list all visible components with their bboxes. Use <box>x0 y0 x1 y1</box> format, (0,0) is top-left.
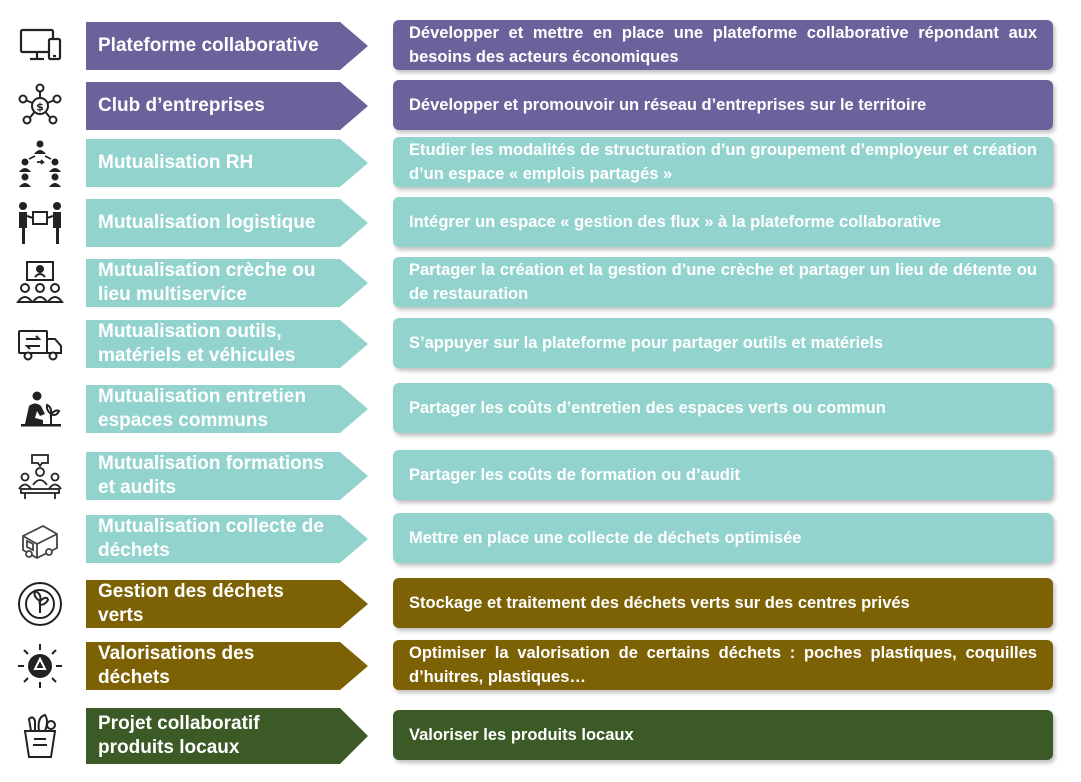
grocery-bag-icon <box>10 708 70 764</box>
action-description: Partager les coûts de formation ou d’aud… <box>393 450 1053 500</box>
action-label: Mutualisation logistique <box>86 199 368 247</box>
row-club-entreprises: $ Club d’entreprises Développer et promo… <box>0 80 1081 132</box>
network-money-icon: $ <box>10 80 70 132</box>
row-valorisation-dechets: Valorisations des déchets Optimiser la v… <box>0 640 1081 692</box>
row-mutualisation-formations: Mutualisation formations et audits Parta… <box>0 450 1081 502</box>
action-label: Mutualisation entretien espaces communs <box>86 385 368 433</box>
action-description: Développer et mettre en place une platef… <box>393 20 1053 70</box>
action-description: Mettre en place une collecte de déchets … <box>393 513 1053 563</box>
action-description: Intégrer un espace « gestion des flux » … <box>393 197 1053 247</box>
row-mutualisation-rh: Mutualisation RH Etudier les modalités d… <box>0 137 1081 189</box>
action-description: Etudier les modalités de structuration d… <box>393 137 1053 187</box>
action-description: Développer et promouvoir un réseau d’ent… <box>393 80 1053 130</box>
leaf-cycle-icon <box>10 578 70 630</box>
action-label: Mutualisation formations et audits <box>86 452 368 500</box>
action-label: Club d’entreprises <box>86 82 368 130</box>
action-description: Partager les coûts d’entretien des espac… <box>393 383 1053 433</box>
recycle-sun-icon <box>10 640 70 692</box>
row-mutualisation-outils: Mutualisation outils, matériels et véhic… <box>0 318 1081 370</box>
action-description: Valoriser les produits locaux <box>393 710 1053 760</box>
action-description: Partager la création et la gestion d’une… <box>393 257 1053 307</box>
row-gestion-dechets-verts: Gestion des déchets verts Stockage et tr… <box>0 578 1081 630</box>
action-label: Mutualisation crèche ou lieu multiservic… <box>86 259 368 307</box>
handover-box-icon <box>10 197 70 249</box>
gardener-icon <box>10 383 70 435</box>
row-mutualisation-collecte: Mutualisation collecte de déchets Mettre… <box>0 513 1081 565</box>
row-mutualisation-logistique: Mutualisation logistique Intégrer un esp… <box>0 197 1081 249</box>
action-label: Mutualisation collecte de déchets <box>86 515 368 563</box>
svg-text:$: $ <box>36 101 44 114</box>
devices-icon <box>10 20 70 72</box>
action-label: Mutualisation outils, matériels et véhic… <box>86 320 368 368</box>
row-projet-produits-locaux: Projet collaboratif produits locaux Valo… <box>0 708 1081 764</box>
action-label: Plateforme collaborative <box>86 22 368 70</box>
delivery-truck-icon <box>10 318 70 370</box>
hierarchy-people-icon <box>10 137 70 189</box>
action-label: Projet collaboratif produits locaux <box>86 708 368 764</box>
action-label: Mutualisation RH <box>86 139 368 187</box>
row-plateforme-collaborative: Plateforme collaborative Développer et m… <box>0 20 1081 72</box>
action-description: S’appuyer sur la plateforme pour partage… <box>393 318 1053 368</box>
row-mutualisation-entretien: Mutualisation entretien espaces communs … <box>0 383 1081 435</box>
row-mutualisation-creche: Mutualisation crèche ou lieu multiservic… <box>0 257 1081 309</box>
action-description: Stockage et traitement des déchets verts… <box>393 578 1053 628</box>
action-label: Gestion des déchets verts <box>86 580 368 628</box>
meeting-icon <box>10 450 70 502</box>
action-label: Valorisations des déchets <box>86 642 368 690</box>
garbage-truck-icon <box>10 513 70 565</box>
action-description: Optimiser la valorisation de certains dé… <box>393 640 1053 690</box>
nursery-group-icon <box>10 257 70 309</box>
